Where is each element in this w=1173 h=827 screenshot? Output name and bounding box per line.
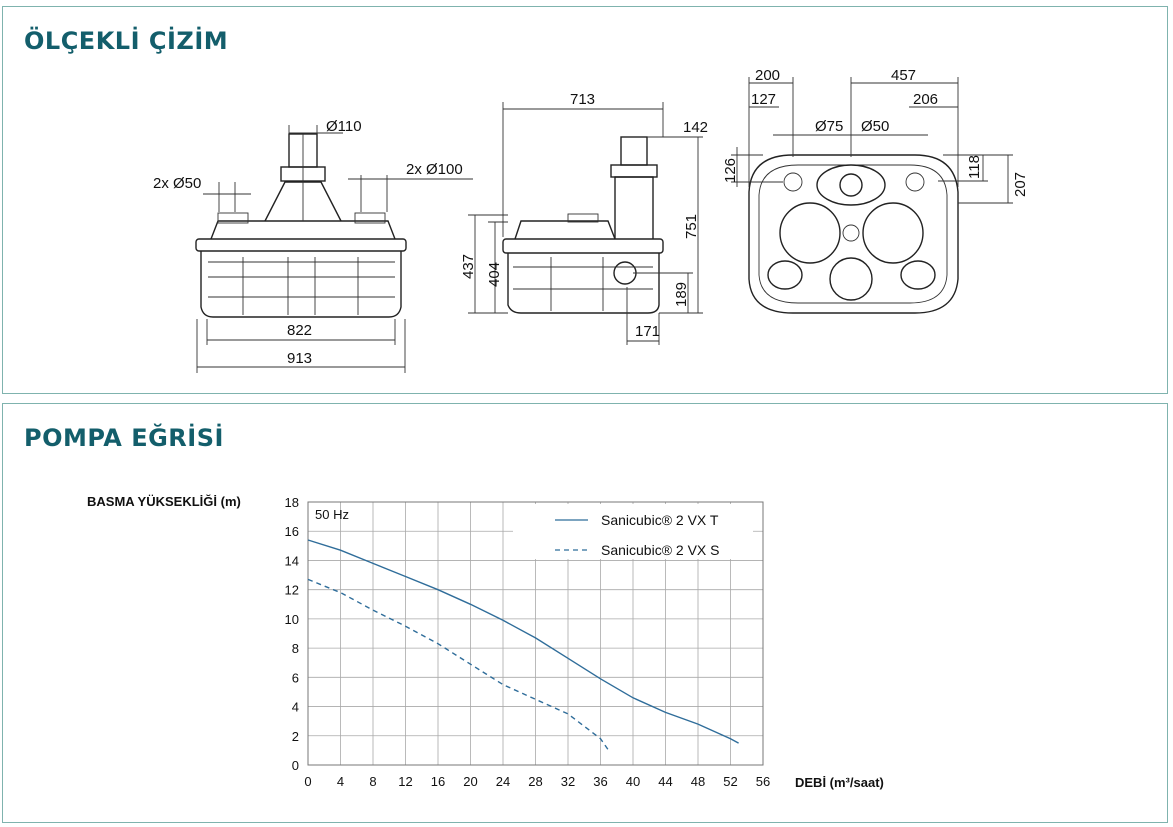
x-tick-label: 24 bbox=[496, 774, 510, 789]
y-tick-label: 4 bbox=[292, 700, 299, 715]
side-height-body: 437 bbox=[460, 254, 477, 279]
top-dim-207: 207 bbox=[1012, 172, 1029, 197]
x-tick-label: 12 bbox=[398, 774, 412, 789]
y-axis-label: BASMA YÜKSEKLİĞİ (m) bbox=[87, 494, 241, 509]
frequency-annotation: 50 Hz bbox=[315, 507, 349, 522]
y-tick-label: 2 bbox=[292, 729, 299, 744]
x-tick-label: 32 bbox=[561, 774, 575, 789]
front-view: Ø110 2x Ø50 2x Ø100 822 913 bbox=[153, 118, 473, 373]
legend-background bbox=[513, 504, 753, 559]
x-tick-label: 20 bbox=[463, 774, 477, 789]
dimensions-title: ÖLÇEKLİ ÇİZİM bbox=[24, 27, 229, 55]
x-tick-label: 44 bbox=[658, 774, 672, 789]
top-dim-118: 118 bbox=[966, 155, 983, 179]
front-inner-width: 822 bbox=[287, 322, 312, 339]
dimensions-panel: ÖLÇEKLİ ÇİZİM Ø110 bbox=[2, 6, 1168, 394]
x-tick-label: 8 bbox=[369, 774, 376, 789]
top-dia-50: Ø50 bbox=[861, 118, 889, 135]
pump-curve-panel: POMPA EĞRİSİ BASMA YÜKSEKLİĞİ (m) DEBİ (… bbox=[2, 403, 1168, 823]
top-view: 200 127 457 206 Ø75 Ø50 126 118 2 bbox=[722, 67, 1029, 314]
series-line-vx-t bbox=[307, 539, 739, 744]
x-tick-label: 40 bbox=[626, 774, 640, 789]
y-tick-label: 8 bbox=[292, 641, 299, 656]
pump-curve-title: POMPA EĞRİSİ bbox=[24, 424, 224, 452]
front-outer-width: 913 bbox=[287, 350, 312, 367]
y-tick-label: 10 bbox=[285, 612, 299, 627]
side-outlet-width: 171 bbox=[635, 323, 660, 340]
y-tick-label: 12 bbox=[285, 583, 299, 598]
x-tick-label: 56 bbox=[756, 774, 770, 789]
x-axis-label: DEBİ (m³/saat) bbox=[795, 775, 884, 790]
y-tick-label: 16 bbox=[285, 524, 299, 539]
side-height-total: 751 bbox=[683, 214, 700, 239]
x-tick-label: 48 bbox=[691, 774, 705, 789]
y-tick-label: 18 bbox=[285, 495, 299, 510]
chart-legend: Sanicubic® 2 VX T Sanicubic® 2 VX S bbox=[555, 512, 720, 558]
x-tick-label: 28 bbox=[528, 774, 542, 789]
legend-label: Sanicubic® 2 VX S bbox=[601, 542, 720, 558]
top-dim-457: 457 bbox=[891, 67, 916, 84]
front-right-inlets-label: 2x Ø100 bbox=[406, 161, 463, 178]
plot-frame bbox=[307, 501, 764, 766]
y-tick-label: 0 bbox=[292, 758, 299, 773]
chart-series bbox=[307, 539, 739, 751]
front-left-inlets-label: 2x Ø50 bbox=[153, 175, 201, 192]
series-line-vx-s bbox=[307, 578, 610, 751]
top-dia-75: Ø75 bbox=[815, 118, 843, 135]
side-length: 713 bbox=[570, 91, 595, 108]
x-tick-label: 52 bbox=[723, 774, 737, 789]
technical-drawing: Ø110 2x Ø50 2x Ø100 822 913 bbox=[153, 67, 1029, 373]
y-tick-label: 6 bbox=[292, 670, 299, 685]
x-tick-label: 0 bbox=[304, 774, 311, 789]
top-dim-200: 200 bbox=[755, 67, 780, 84]
top-dim-206: 206 bbox=[913, 91, 938, 108]
legend-label: Sanicubic® 2 VX T bbox=[601, 512, 719, 528]
side-outlet-offset: 142 bbox=[683, 119, 708, 136]
front-top-pipe-label: Ø110 bbox=[326, 118, 362, 135]
y-tick-label: 14 bbox=[285, 553, 299, 568]
side-outlet-height: 189 bbox=[673, 282, 690, 307]
side-view: 713 142 751 189 437 404 171 bbox=[460, 91, 708, 345]
top-dim-127: 127 bbox=[751, 91, 776, 108]
x-tick-label: 4 bbox=[337, 774, 344, 789]
top-dim-126: 126 bbox=[722, 158, 739, 183]
side-height-inner: 404 bbox=[486, 262, 503, 287]
x-tick-label: 36 bbox=[593, 774, 607, 789]
x-tick-label: 16 bbox=[431, 774, 445, 789]
